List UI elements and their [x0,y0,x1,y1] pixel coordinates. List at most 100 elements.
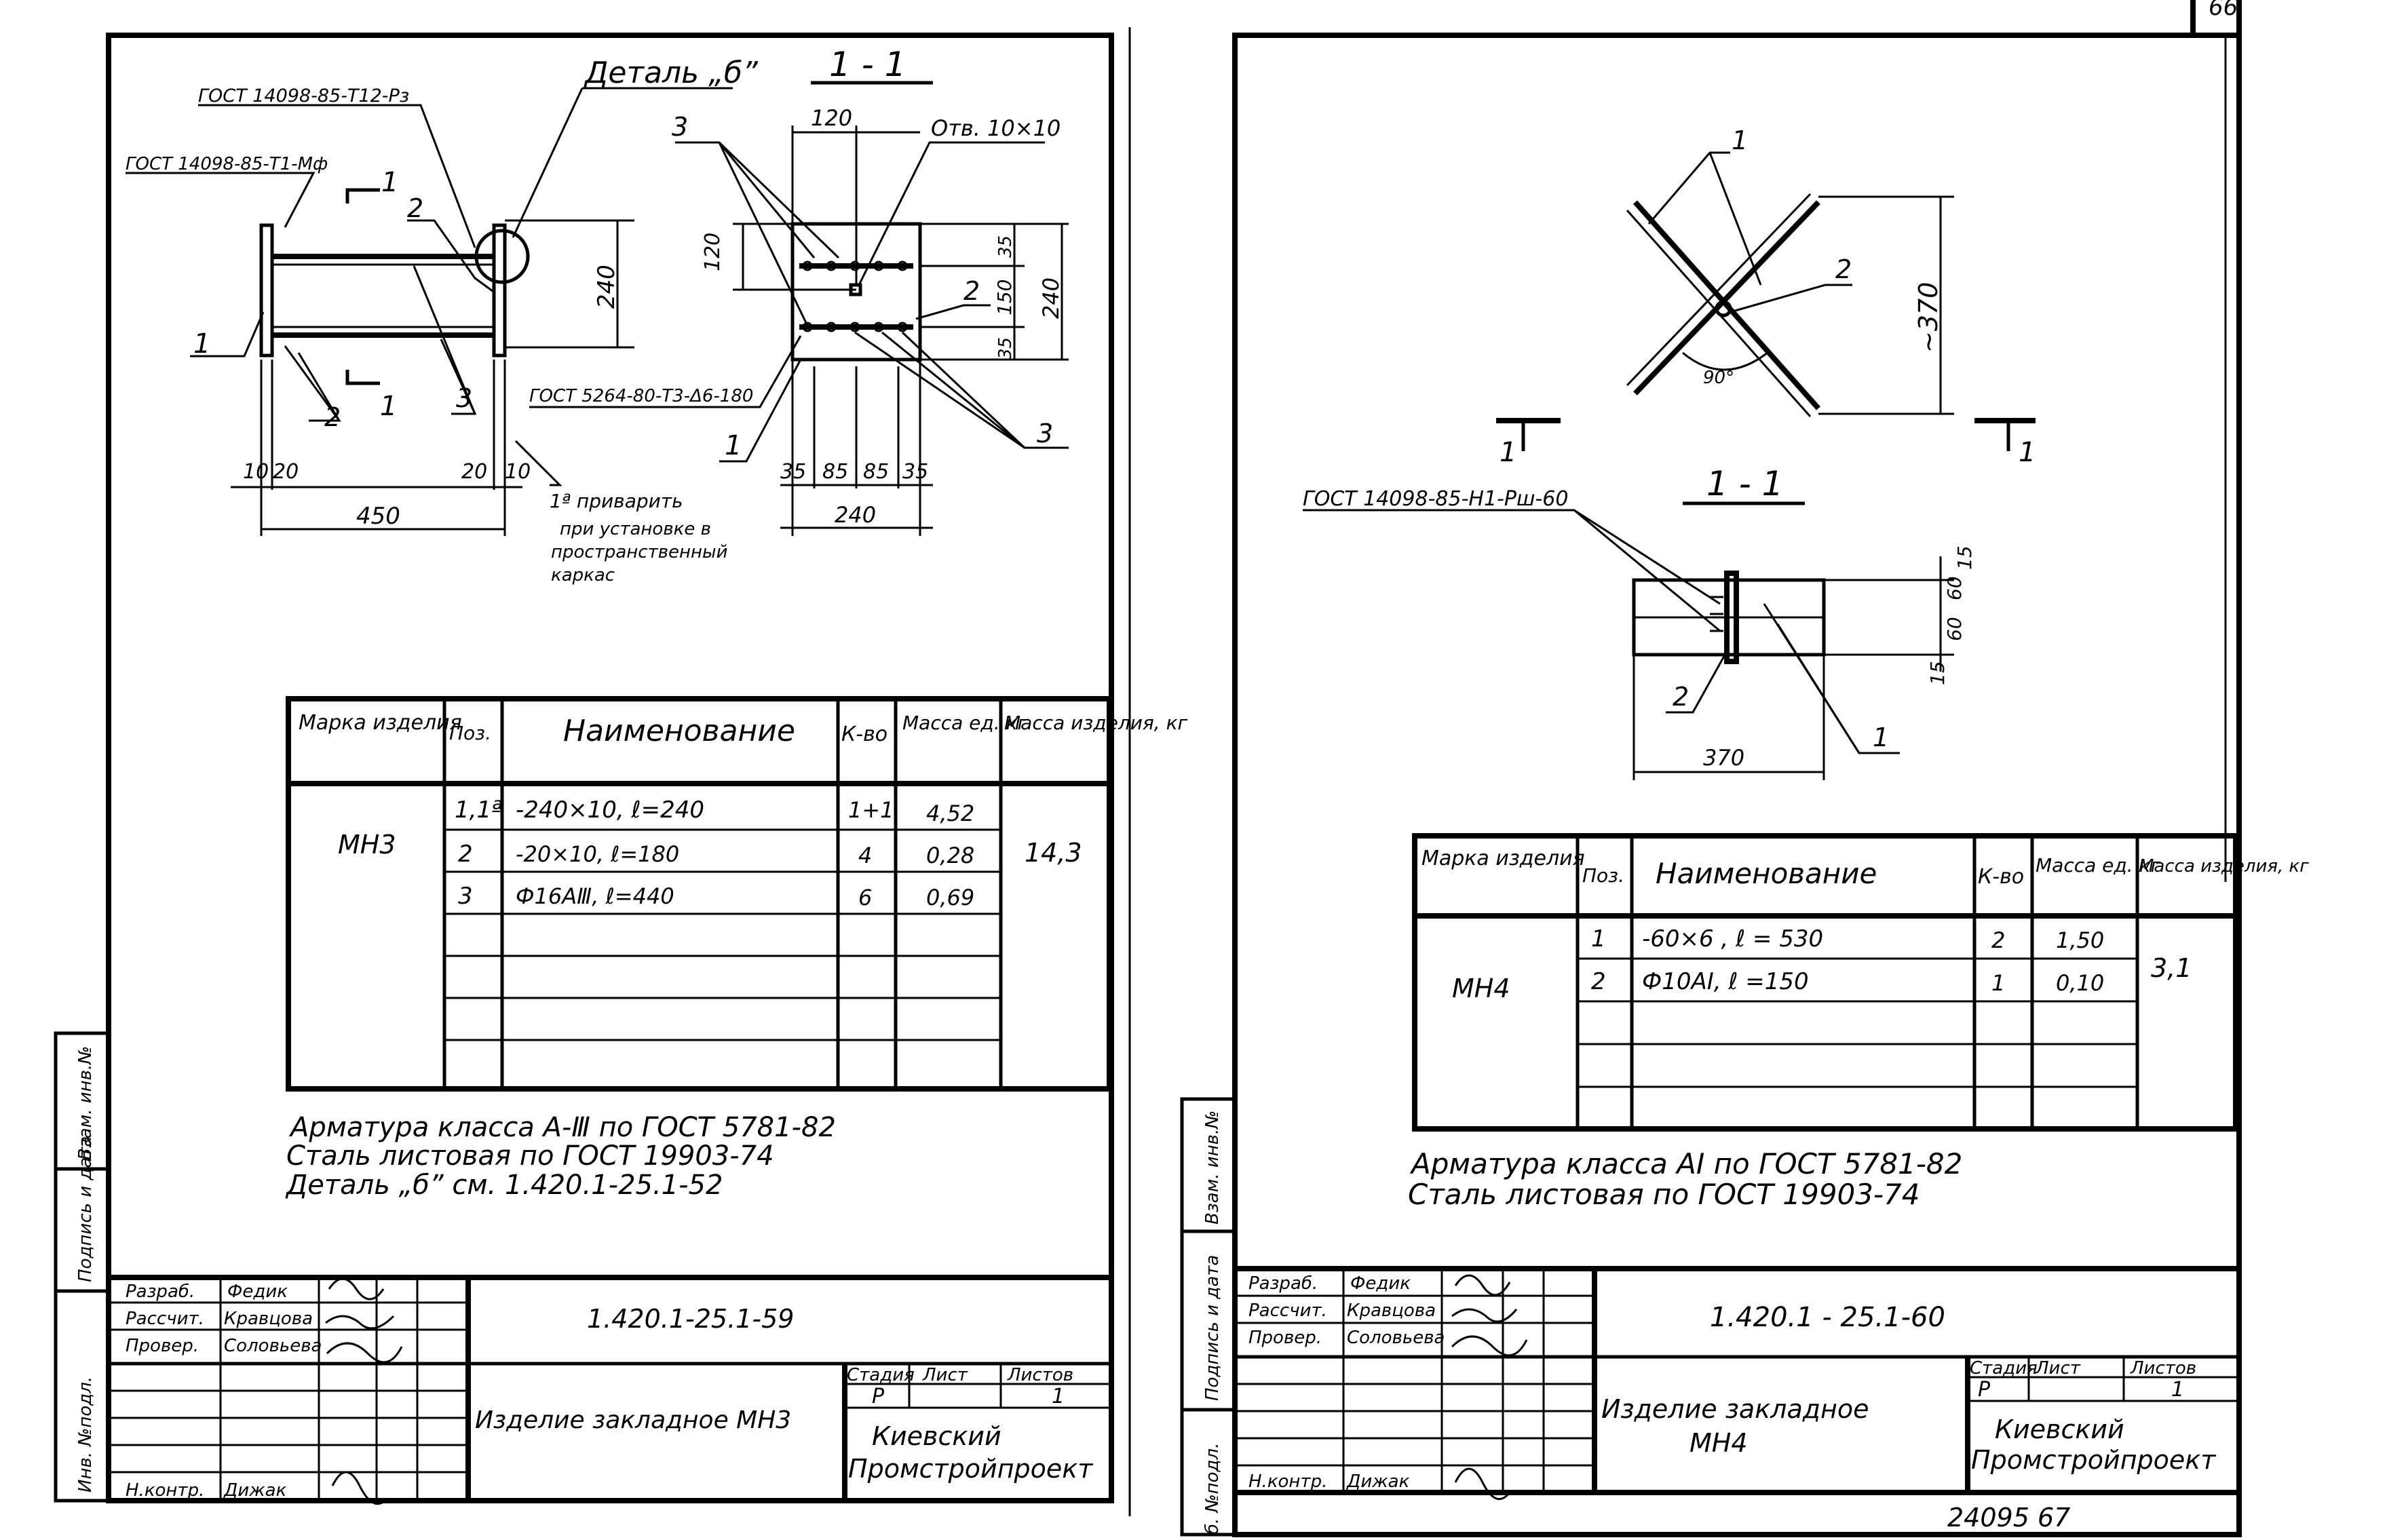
dim-20a: 20 [273,460,299,484]
right-section-view: 1 - 1 ГОСТ 14098-85-Н1-Рш-60 15 60 60 15… [1303,464,1976,780]
spec-r2-name: -20×10, ℓ=180 [516,841,679,867]
spec-h-name: Наименование [563,714,795,748]
r-tb-sheets: 1 [2171,1378,2184,1402]
tb-stage: Р [872,1385,885,1408]
tb-role-7: Н.контр. [126,1480,204,1501]
r-sec-leader-2: 2 [1673,682,1689,712]
r-tb-sheet-label: Лист [2035,1358,2081,1379]
r-spec-mark: МН4 [1452,974,1510,1003]
tb-stage-label: Стадия [847,1365,915,1385]
r-tb-name-3: Соловьева [1347,1328,1445,1348]
r-spec-r1-qty: 2 [1991,927,2005,953]
left-section-view: 1 - 1 120 120 Отв. 10×10 35 150 [529,45,1069,536]
tb-role-2: Рассчит. [126,1309,204,1329]
angle-label: 90° [1703,368,1734,388]
r-section-mark-left: 1 [1500,437,1516,468]
r-margin-label-sign: Подпись и дата [1202,1255,1223,1401]
spec-r2-pos: 2 [458,841,473,868]
signature-stamps [325,1277,403,1505]
r-tb-org-1: Киевский [1995,1414,2124,1444]
section-title-left: 1 - 1 [829,45,906,84]
right-title-block: Разраб. Рассчит. Провер. Н.контр. Федик … [1235,1266,2239,1500]
sec-bdim-35b: 35 [902,460,928,484]
spec-mark: МН3 [338,830,396,860]
weld-note-3: пространственный [551,542,727,562]
r-dim-15b: 15 [1926,661,1949,685]
left-spec-table: Марка изделия Поз. Наименование К-во Мас… [286,696,1187,1092]
r-tb-name-1: Федик [1350,1273,1411,1294]
r-dim-60a: 60 [1943,576,1966,600]
right-notes: Арматура класса АⅠ по ГОСТ 5781-82 Сталь… [1408,1147,1962,1211]
margin-label-inv: Инв. №подл. [75,1377,96,1493]
r-margin-label-inv: б. №подл. [1202,1443,1223,1535]
left-frame [54,27,1131,1516]
tb-name-3: Соловьева [224,1336,322,1356]
tb-name-7: Дижак [223,1480,287,1501]
section-title-right: 1 - 1 [1706,464,1783,503]
sec-dim-top: 120 [811,105,852,131]
tb-org-2: Промстройпроект [848,1454,1094,1484]
spec-r1-pos: 1,1ª [455,796,502,824]
dim-10a: 10 [243,460,269,484]
left-margin-labels: Инв. №подл. Подпись и дата Взам. инв.№ [75,1046,96,1493]
r-sec-leader-1: 1 [1873,723,1889,752]
gost-t1-label: ГОСТ 14098-85-Т1-Мф [126,154,328,174]
bar-dots [802,261,908,332]
r-spec-h-pos: Поз. [1582,864,1624,887]
r-spec-r2-name: Ф10АⅠ, ℓ =150 [1642,968,1809,995]
right-note-2: Сталь листовая по ГОСТ 19903-74 [1408,1178,1920,1211]
leader-pos-1: 1 [193,328,210,360]
r-tb-stage: Р [1978,1378,1991,1402]
tb-name-1: Федик [227,1282,288,1302]
spec-h-mass: Масса ед. кг [902,712,1027,734]
sec-dim-240h: 240 [1038,277,1064,319]
tb-sheet-label: Лист [922,1365,968,1385]
r-spec-r1-name: -60×6 , ℓ = 530 [1642,925,1823,952]
tb-name-2: Кравцова [224,1309,313,1329]
margin-label-sign: Подпись и дата [75,1136,96,1282]
dim-height: 240 [593,265,620,309]
gost-t12-label: ГОСТ 14098-85-Т12-Рз [198,85,409,107]
plan-dim-approx: ~370 [1913,282,1943,353]
gost-5264-label: ГОСТ 5264-80-Т3-Δ6-180 [529,386,753,406]
spec-r1-name: -240×10, ℓ=240 [516,796,704,824]
right-spec-table: Марка изделия Поз. Наименование К-во Мас… [1412,833,2309,1132]
r-spec-total-mass: 3,1 [2151,953,2192,983]
margin-label-replace: Взам. инв.№ [75,1046,96,1160]
left-notes: Арматура класса А-Ⅲ по ГОСТ 5781-82 Стал… [285,1112,836,1201]
weld-note-4: каркас [551,565,615,585]
r-dim-width: 370 [1703,745,1744,771]
r-tb-name-7: Дижак [1346,1471,1410,1492]
section-mark-bottom: 1 [380,391,397,422]
r-spec-h-name: Наименование [1656,857,1877,890]
r-tb-stage-label: Стадия [1970,1358,2038,1379]
gost-h1-label: ГОСТ 14098-85-Н1-Рш-60 [1303,487,1568,511]
spec-r2-qty: 4 [858,843,872,868]
r-signature-stamps [1451,1274,1528,1500]
left-title-block: Разраб. Рассчит. Провер. Н.контр. Федик … [109,1275,1111,1505]
sec-dim-width: 240 [835,502,876,528]
bottom-note: 24095 67 [1947,1503,2070,1533]
spec-h-total: Масса изделия, кг [1004,712,1187,734]
spec-r2-mass: 0,28 [926,843,974,868]
weld-note-2: при установке в [560,519,711,539]
spec-r3-qty: 6 [858,885,872,910]
left-note-3: Деталь „б” см. 1.420.1-25.1-52 [285,1170,723,1201]
plan-leader-2: 2 [1835,254,1852,284]
tb-code: 1.420.1-25.1-59 [587,1304,794,1334]
r-spec-r2-mass: 0,10 [2056,970,2104,996]
detail-b-label: Деталь „б” [584,56,759,90]
r-tb-code: 1.420.1 - 25.1-60 [1710,1302,1945,1333]
sec-dim-35b: 35 [995,337,1016,360]
leader-pos-2b: 2 [324,402,341,432]
r-dim-60b: 60 [1943,617,1966,641]
spec-r3-pos: 3 [458,883,473,910]
left-note-2: Сталь листовая по ГОСТ 19903-74 [286,1140,774,1172]
hole-label: Отв. 10×10 [931,115,1061,141]
r-tb-sheets-label: Листов [2130,1358,2196,1379]
r-spec-r2-qty: 1 [1991,970,2005,996]
spec-r1-qty: 1+1 [848,797,894,823]
sec-dim-150: 150 [993,280,1016,315]
weld-note-1: 1ª приварить [550,490,683,512]
spec-r3-name: Ф16АⅢ, ℓ=440 [516,883,674,909]
